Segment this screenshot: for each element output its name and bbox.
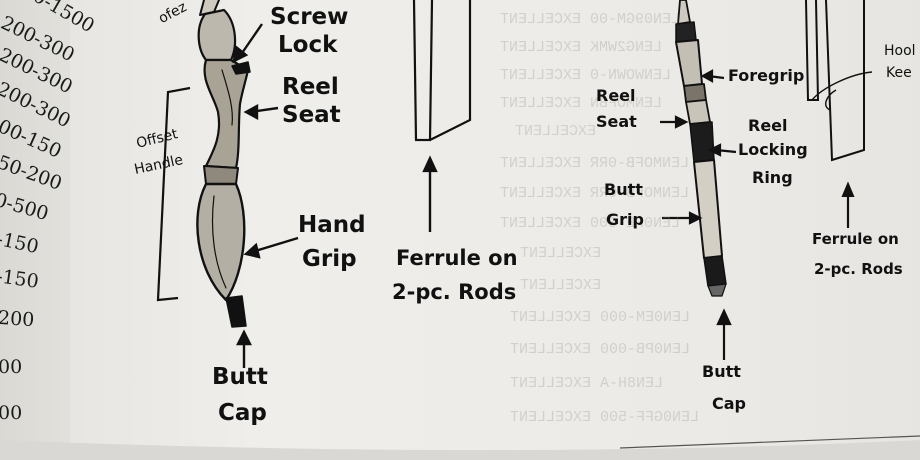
- hand-grip-arrow-head: [243, 242, 261, 259]
- butt-grip-arrow-head: [688, 211, 703, 225]
- margin-value: 00: [0, 356, 23, 378]
- locking-ring-label-2: Locking: [738, 140, 808, 159]
- reel-seat-label-2: Seat: [282, 102, 341, 128]
- rod-section-right-edge: [428, 0, 434, 141]
- butt-cap-label-2: Cap: [218, 400, 267, 426]
- butt-grip-label-1: Butt: [604, 180, 643, 199]
- ferrule-label-1: Ferrule on: [396, 246, 518, 270]
- offset-handle-bracket: [156, 86, 191, 302]
- screw-lock-arrow-line: [239, 23, 263, 57]
- left-pointers: [232, 23, 299, 368]
- margin-value: 200: [0, 306, 36, 332]
- ghost-row: EXCELLENT: [520, 245, 602, 262]
- ghost-row: EXCELLENT: [515, 123, 597, 140]
- locking-ring-part: [689, 121, 715, 163]
- ghost-row: LEN0GFF-500 EXCELLENT: [510, 409, 700, 426]
- page-gutter-shade: [0, 0, 70, 460]
- far-ferrule-arrow-head: [841, 181, 855, 197]
- far-right-rod-b: [825, 0, 865, 162]
- page-bottom-edge: [0, 440, 920, 460]
- locking-ring-arrow-head: [707, 143, 722, 157]
- ferrule-label-2: 2-pc. Rods: [392, 280, 517, 304]
- right-reel-seat-label-1: Reel: [596, 86, 636, 105]
- screw-lock-label-2: Lock: [278, 32, 338, 58]
- reel-seat-part: [203, 58, 250, 170]
- ghost-row: LENMOFBN EXCELLENT: [500, 95, 663, 112]
- locking-ring-label-3: Ring: [752, 168, 793, 187]
- ghost-row: LEN0EM-000 EXCELLENT: [510, 309, 691, 326]
- right-butt-cap-label-2: Cap: [712, 394, 746, 413]
- locking-ring-label-1: Reel: [748, 116, 788, 135]
- ghost-row: LEN0PB-000 EXCELLENT: [510, 341, 691, 358]
- butt-cap-arrow-head: [236, 329, 252, 346]
- hand-grip-label-2: Grip: [302, 246, 357, 272]
- hand-grip-shading: [211, 195, 227, 289]
- reel-seat-shading: [221, 69, 233, 126]
- ghost-row: LENWOWN-0 EXCELLENT: [500, 67, 672, 84]
- hand-grip-part: [196, 182, 246, 302]
- right-butt-cap-tip: [707, 283, 727, 297]
- margin-value: 00: [0, 402, 23, 424]
- far-ferrule-label-2: 2-pc. Rods: [814, 260, 903, 278]
- foregrip-arrow-head: [700, 69, 714, 83]
- hook-keeper-hook: [825, 89, 837, 111]
- ghost-row: LENMOFB-0RR EXCELLENT: [500, 185, 690, 202]
- butt-cap-part: [225, 295, 247, 328]
- screw-lock-label-1: Screw: [270, 4, 349, 30]
- right-butt-cap-arrow-head: [716, 308, 732, 326]
- ghost-row: LENG2WMK EXCELLENT: [500, 39, 663, 56]
- screw-lock-arrow-head: [232, 44, 249, 64]
- rod-right-figure: [675, 0, 727, 297]
- hook-keeper-line: [811, 71, 873, 101]
- page-edge-line: [619, 435, 920, 449]
- ghost-row: LEN0FE-000 EXCELLENT: [500, 215, 681, 232]
- reel-seat-arrow-head: [243, 103, 259, 121]
- right-butt-cap-label-1: Butt: [702, 362, 741, 381]
- right-pointers: [660, 69, 737, 360]
- ghost-row: LENMOFB-0RR EXCELLENT: [500, 155, 690, 172]
- ghost-row: EXCELLENT: [520, 277, 602, 294]
- margin-value: -150: [0, 265, 41, 293]
- far-right-rod-a: [805, 0, 820, 101]
- hand-grip-arrow-line: [251, 236, 299, 254]
- ferrule-arrow-head: [422, 155, 438, 173]
- right-butt-cap-part: [703, 255, 727, 287]
- reel-seat-label-1: Reel: [282, 74, 339, 100]
- far-ferrule-label-1: Ferrule on: [812, 230, 899, 248]
- rod-second-piece: [429, 0, 472, 141]
- foregrip-collar: [683, 83, 707, 103]
- rod-section-left-edge: [412, 0, 418, 141]
- rod-left-figure: [196, 0, 251, 328]
- right-reel-seat-part: [685, 99, 711, 125]
- rod-middle-figure: [412, 0, 472, 232]
- butt-cap-label-1: Butt: [212, 364, 268, 390]
- foregrip-label: Foregrip: [728, 66, 805, 85]
- butt-grip-part: [693, 159, 723, 259]
- hand-grip-label-1: Hand: [298, 212, 366, 238]
- screw-lock-nub: [231, 61, 251, 75]
- right-reel-seat-arrow-head: [674, 115, 689, 129]
- rod-far-right-figure: [805, 0, 873, 228]
- foregrip-part: [675, 39, 703, 87]
- cut-label-hook: Hool: [884, 43, 916, 59]
- handle-collar: [203, 165, 239, 185]
- cut-label-keeper: Kee: [886, 65, 912, 81]
- screw-lock-part: [197, 8, 237, 62]
- ghost-row: LEN09GM-00 EXCELLENT: [500, 11, 681, 28]
- butt-grip-label-2: Grip: [606, 210, 644, 229]
- ghost-row: LEN8H-A EXCELLENT: [510, 375, 664, 392]
- right-reel-seat-label-2: Seat: [596, 112, 637, 131]
